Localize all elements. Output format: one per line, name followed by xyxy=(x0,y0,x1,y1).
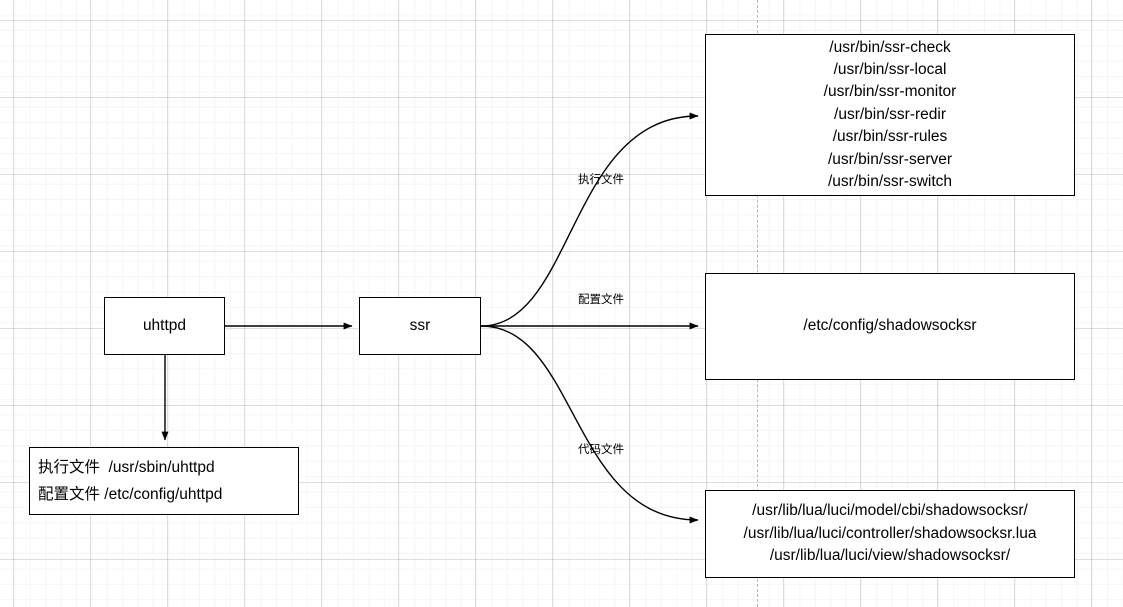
node-ssr-label: ssr xyxy=(409,316,431,334)
node-ssr-config-label: /etc/config/shadowsocksr xyxy=(803,317,977,335)
node-ssr[interactable]: ssr xyxy=(359,297,481,355)
node-ssr-binaries[interactable]: /usr/bin/ssr-check /usr/bin/ssr-local /u… xyxy=(705,34,1075,196)
edge-ssr-to-code xyxy=(480,325,699,524)
node-uhttpd-files[interactable]: 执行文件 /usr/sbin/uhttpd 配置文件 /etc/config/u… xyxy=(29,447,299,515)
edge-label-config: 配置文件 xyxy=(578,294,624,306)
node-uhttpd-label: uhttpd xyxy=(142,316,187,334)
node-ssr-code-label: /usr/lib/lua/luci/model/cbi/shadowsocksr… xyxy=(743,502,1037,565)
node-uhttpd-files-label: 执行文件 /usr/sbin/uhttpd 配置文件 /etc/config/u… xyxy=(38,459,223,503)
node-ssr-code[interactable]: /usr/lib/lua/luci/model/cbi/shadowsocksr… xyxy=(705,490,1075,578)
edge-label-executables: 执行文件 xyxy=(578,174,624,186)
node-ssr-binaries-label: /usr/bin/ssr-check /usr/bin/ssr-local /u… xyxy=(823,38,957,191)
node-ssr-config[interactable]: /etc/config/shadowsocksr xyxy=(705,273,1075,380)
edge-label-code: 代码文件 xyxy=(578,444,624,456)
node-uhttpd[interactable]: uhttpd xyxy=(104,297,225,355)
